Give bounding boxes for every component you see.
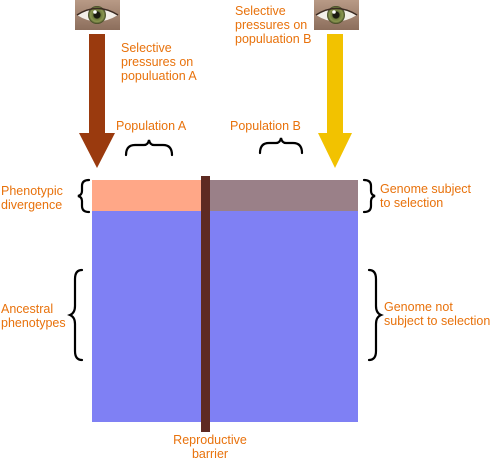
reproductive-barrier-bar (201, 176, 210, 432)
eye-icon (75, 0, 120, 30)
pressure-b-line-1: Selective (235, 4, 286, 18)
population-b-divergence-band (206, 180, 358, 211)
reproductive-barrier-line-2: barrier (191, 447, 229, 461)
ancestral-phenotypes-line-1: Ancestral (1, 302, 54, 316)
genome-not-subject-label: Genome not subject to selection (384, 300, 490, 328)
genome-subject-brace (362, 178, 376, 214)
pressure-b-line-3: populuation B (235, 32, 312, 46)
pressure-a-line-1: Selective (121, 41, 172, 55)
ancestral-phenotypes-brace (67, 268, 84, 362)
genome-not-subject-brace (367, 268, 384, 362)
pressure-a-line-3: populuation A (121, 69, 197, 83)
ancestral-phenotypes-label: Ancestral phenotypes (1, 302, 66, 330)
phenotypic-divergence-label: Phenotypic divergence (1, 184, 63, 212)
population-a-divergence-band (92, 180, 206, 211)
phenotypic-divergence-line-1: Phenotypic (1, 184, 63, 198)
population-b-label: Population B (230, 119, 301, 133)
population-a-label: Population A (116, 119, 187, 133)
phenotypic-divergence-line-2: divergence (1, 198, 63, 212)
pressure-a-line-2: pressures on (121, 55, 194, 69)
genome-not-subject-line-1: Genome not (384, 300, 453, 314)
population-b-brace (258, 137, 304, 155)
pressure-a-label: Selective pressures on populuation A (121, 41, 197, 83)
genome-subject-line-2: to selection (380, 196, 444, 210)
genome-subject-label: Genome subject to selection (380, 182, 471, 210)
genome-subject-line-1: Genome subject (380, 182, 472, 196)
reproductive-barrier-line-1: Reproductive (173, 433, 247, 447)
reproductive-barrier-label: Reproductive barrier (160, 433, 260, 461)
selection-arrow-b (318, 34, 352, 168)
selection-arrow-a (79, 34, 115, 168)
phenotypic-divergence-brace (77, 178, 91, 214)
ancestral-genome-block (92, 211, 358, 422)
eye-icon (314, 0, 359, 30)
genome-not-subject-line-2: subject to selection (384, 314, 491, 328)
pressure-b-label: Selective pressures on populuation B (235, 4, 311, 46)
population-a-brace (124, 139, 174, 157)
ancestral-phenotypes-line-2: phenotypes (1, 316, 66, 330)
pressure-b-line-2: pressures on (235, 18, 308, 32)
